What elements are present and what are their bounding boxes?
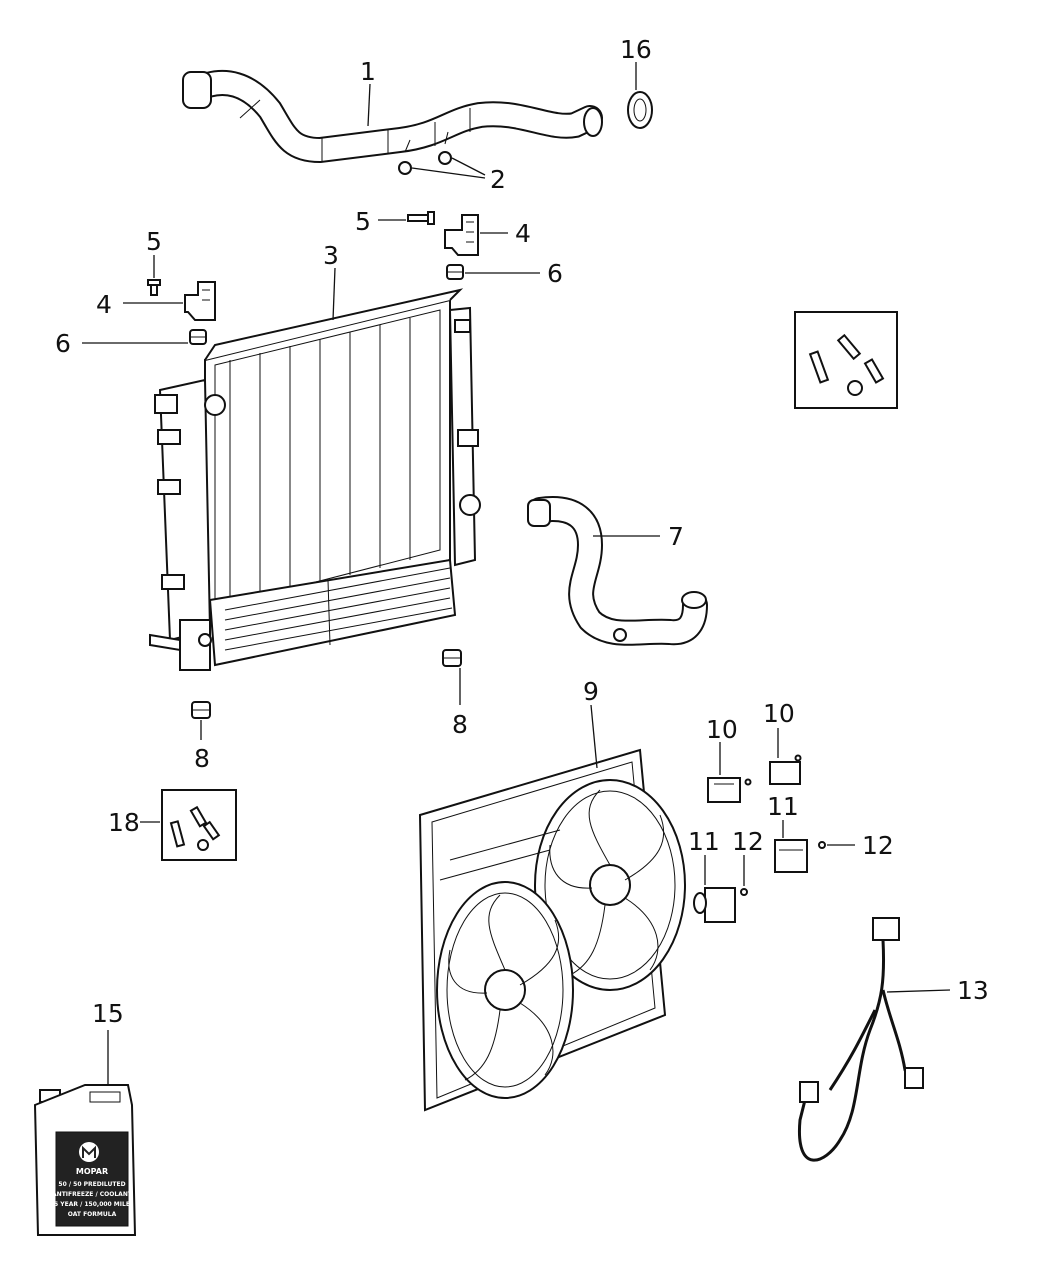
upper-radiator-hose: [182, 69, 603, 164]
callout-11a: 11: [688, 827, 720, 856]
callout-12a: 12: [732, 827, 764, 856]
coolant-line1: 50 / 50 PREDILUTED: [58, 1181, 125, 1188]
coolant-line2: ANTIFREEZE / COOLANT: [52, 1191, 133, 1198]
grommet-left: [189, 329, 207, 345]
callout-16: 16: [620, 35, 652, 64]
grommet-right: [446, 264, 464, 280]
callout-5a: 5: [146, 227, 162, 256]
lower-grommet-right: [442, 649, 462, 667]
callout-2: 2: [490, 165, 506, 194]
resistor-screw: [740, 841, 826, 896]
fan-relay-left: [693, 887, 736, 923]
callout-10b: 10: [763, 699, 795, 728]
radiator: [149, 288, 481, 671]
callout-6b: 6: [547, 259, 563, 288]
callout-13: 13: [957, 976, 989, 1005]
callout-10a: 10: [706, 715, 738, 744]
bolt-left: [147, 279, 161, 296]
callout-11b: 11: [767, 792, 799, 821]
bolt-top-right: [407, 211, 435, 225]
callout-12b: 12: [862, 831, 894, 860]
isolator-bracket-left: [184, 281, 216, 321]
callout-4a: 4: [96, 290, 112, 319]
callout-1: 1: [360, 57, 376, 86]
callout-8a: 8: [194, 744, 210, 773]
hose-clamp: [627, 91, 653, 129]
fan-wiring-harness: [797, 917, 924, 1162]
callout-5b: 5: [355, 207, 371, 236]
callout-18: 18: [108, 808, 140, 837]
lower-grommet-left: [191, 701, 211, 719]
hose-nut: [398, 131, 452, 175]
callout-8b: 8: [452, 710, 468, 739]
fan-relay-right: [774, 839, 808, 873]
coolant-jug: [33, 1084, 137, 1236]
callout-9: 9: [583, 677, 599, 706]
coolant-brand: MOPAR: [76, 1167, 108, 1176]
fastener-kit-box: [161, 789, 237, 861]
lower-radiator-hose: [527, 496, 708, 646]
fan-shroud-assembly: [418, 748, 686, 1112]
callout-4b: 4: [515, 219, 531, 248]
hardware-kit-box: [794, 311, 898, 409]
callout-3: 3: [323, 241, 339, 270]
coolant-line3: 5 YEAR / 150,000 MILE: [54, 1201, 130, 1208]
fan-resistor-right: [769, 754, 802, 785]
isolator-bracket-right: [444, 214, 479, 256]
coolant-line4: OAT FORMULA: [68, 1211, 117, 1218]
callout-15: 15: [92, 999, 124, 1028]
callout-7: 7: [668, 522, 684, 551]
callout-6a: 6: [55, 329, 71, 358]
fan-resistor-left: [707, 777, 752, 803]
